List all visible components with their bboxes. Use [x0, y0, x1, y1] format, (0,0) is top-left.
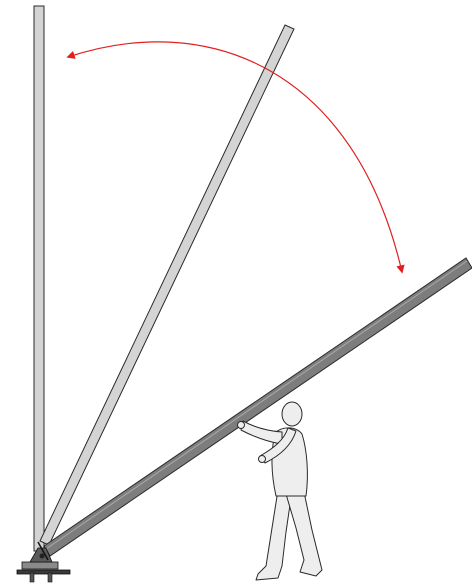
mast-low-tilt — [43, 257, 472, 557]
hinge-base — [16, 541, 71, 583]
rotation-arrow — [66, 41, 405, 274]
mast-low-tilt-highlight — [45, 260, 468, 550]
mast-vertical — [33, 5, 45, 552]
person-icon — [237, 401, 323, 581]
